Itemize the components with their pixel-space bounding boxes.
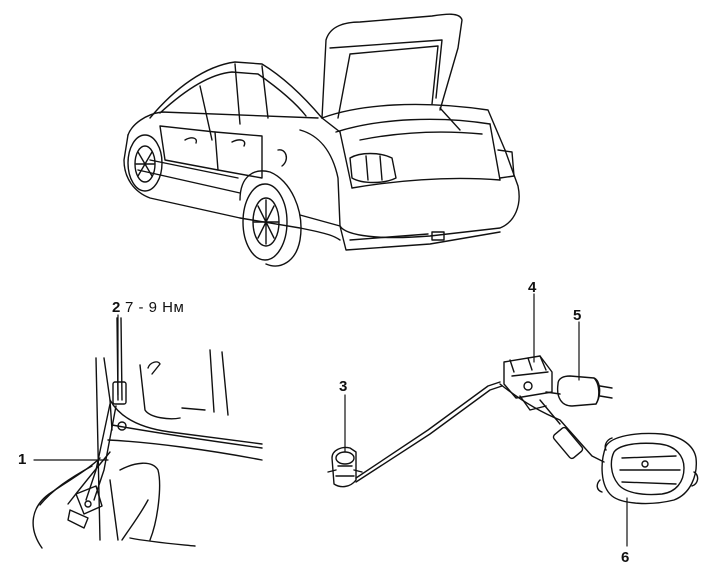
torque-spec: 7 - 9 Нм bbox=[125, 299, 185, 316]
car-illustration bbox=[124, 14, 519, 266]
leader-lines bbox=[34, 294, 627, 546]
trunk-body-detail bbox=[33, 318, 262, 548]
callout-6: 6 bbox=[621, 549, 630, 566]
callout-4: 4 bbox=[528, 279, 537, 296]
callout-5: 5 bbox=[573, 307, 582, 324]
release-cable-detail bbox=[328, 356, 698, 503]
callout-2: 2 bbox=[112, 299, 121, 316]
callout-1: 1 bbox=[18, 451, 27, 468]
callout-3: 3 bbox=[339, 378, 348, 395]
